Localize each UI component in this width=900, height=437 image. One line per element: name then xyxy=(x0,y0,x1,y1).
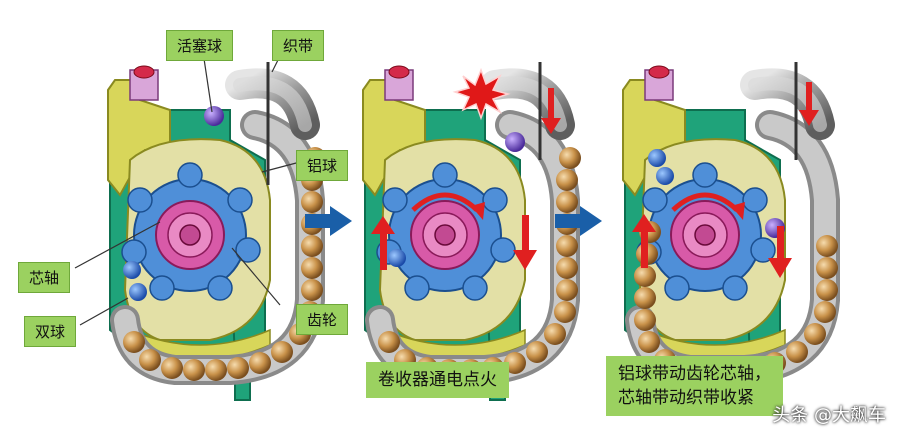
ignition-burst-icon xyxy=(452,67,511,121)
label-piston-ball: 活塞球 xyxy=(166,30,234,61)
piston-ball-shape xyxy=(204,106,224,126)
label-core-shaft: 芯轴 xyxy=(18,262,71,293)
double-ball-shape xyxy=(123,261,141,279)
watermark: 头条 @大飙车 xyxy=(772,405,886,426)
caption-stage-3-line1: 铝球带动齿轮芯轴， xyxy=(618,364,771,384)
caption-stage-2: 卷收器通电点火 xyxy=(366,362,509,398)
label-webbing: 织带 xyxy=(272,30,325,61)
caption-stage-3: 铝球带动齿轮芯轴， 芯轴带动织带收紧 xyxy=(606,356,783,416)
rotation-arrow-icon xyxy=(411,192,479,212)
label-aluminum-ball: 铝球 xyxy=(296,150,349,181)
label-double-ball: 双球 xyxy=(24,316,77,347)
flow-arrow-2 xyxy=(555,206,602,236)
caption-stage-3-line2: 芯轴带动织带收紧 xyxy=(618,388,754,408)
flow-arrow-1 xyxy=(305,206,352,236)
retractor-stage-2 xyxy=(363,66,581,400)
retractor-stage-1 xyxy=(108,66,326,400)
label-gear: 齿轮 xyxy=(296,304,349,335)
